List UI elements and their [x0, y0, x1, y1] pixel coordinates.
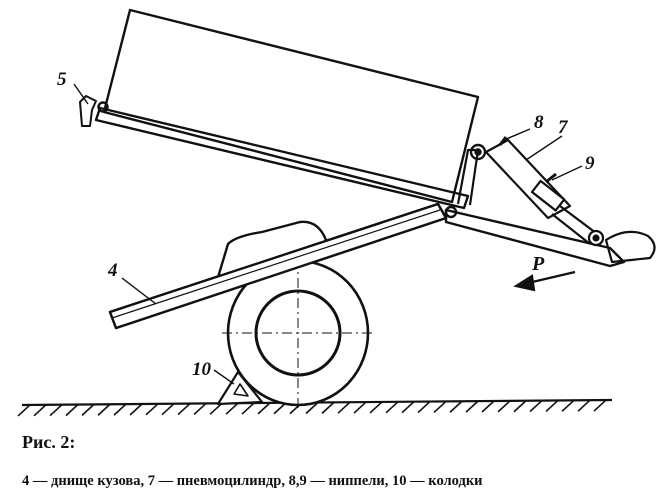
hatch-stroke	[65, 403, 79, 417]
hatch-stroke	[33, 404, 47, 417]
hatch-stroke	[161, 403, 175, 416]
cylinder-bottom-pin-inner	[592, 234, 600, 242]
label-5: 5	[57, 69, 67, 90]
label-7: 7	[558, 117, 569, 138]
hatch-stroke	[561, 399, 575, 412]
force-arrow	[513, 270, 576, 292]
hatch-stroke	[465, 400, 479, 413]
leader-lines	[73, 83, 583, 385]
hatch-stroke	[545, 399, 559, 413]
body-box	[102, 8, 480, 204]
trailer-tipping-diagram: 4 5 7 8 9 10 P	[17, 8, 656, 417]
chock-hole	[233, 383, 249, 397]
nipple-9	[545, 172, 557, 184]
rear-hinge-pin	[97, 101, 109, 113]
hatch-stroke	[577, 399, 591, 412]
hatch-stroke	[417, 400, 431, 414]
hatch-stroke	[433, 400, 447, 413]
hatch-stroke	[337, 401, 351, 414]
wheel	[222, 258, 372, 412]
label-9: 9	[585, 153, 595, 174]
nipple-9-collar	[530, 179, 566, 212]
drawbar	[444, 208, 626, 268]
nipple-8	[498, 136, 508, 146]
body-floor-rail	[94, 106, 470, 210]
hatch-stroke	[385, 401, 399, 414]
hatch-stroke	[257, 402, 271, 415]
label-10: 10	[192, 359, 212, 380]
hatch-stroke	[513, 400, 527, 413]
label-4: 4	[107, 260, 118, 281]
pivot-pin	[444, 205, 458, 219]
hatch-stroke	[369, 401, 383, 414]
hatch-stroke	[81, 403, 95, 416]
front-post-pin-inner	[474, 148, 482, 156]
hatch-stroke	[209, 402, 223, 415]
hatch-stroke	[97, 403, 111, 416]
hatch-stroke	[17, 404, 31, 417]
hatch-stroke	[225, 402, 239, 415]
hatch-stroke	[353, 401, 367, 414]
hatch-stroke	[481, 400, 495, 413]
hatch-stroke	[241, 402, 255, 415]
hitch-eye	[604, 230, 656, 264]
hatch-stroke	[449, 400, 463, 413]
hatch-stroke	[129, 403, 143, 416]
hatch-stroke	[321, 401, 335, 414]
hatch-stroke	[305, 401, 319, 415]
label-8: 8	[534, 112, 544, 133]
figure-caption: 4 — днище кузова, 7 — пневмоцилиндр, 8,9…	[22, 473, 483, 489]
pneumatic-cylinder	[484, 136, 605, 247]
hatch-stroke	[593, 399, 607, 412]
hatch-stroke	[49, 404, 63, 417]
hatch-stroke	[113, 403, 127, 416]
cylinder-rod-lower	[551, 213, 591, 245]
tipping-body	[79, 8, 487, 210]
front-post	[456, 148, 480, 206]
hatch-stroke	[401, 401, 415, 414]
rear-latch	[79, 95, 97, 127]
wheel-chock	[216, 370, 264, 406]
hatch-stroke	[193, 402, 207, 416]
figure-title: Рис. 2:	[22, 432, 76, 452]
hatch-stroke	[529, 400, 543, 413]
hatch-stroke	[177, 402, 191, 416]
hatch-stroke	[497, 400, 511, 413]
hatch-stroke	[145, 403, 159, 416]
label-p: P	[531, 253, 545, 275]
ground-hatching	[17, 399, 607, 417]
